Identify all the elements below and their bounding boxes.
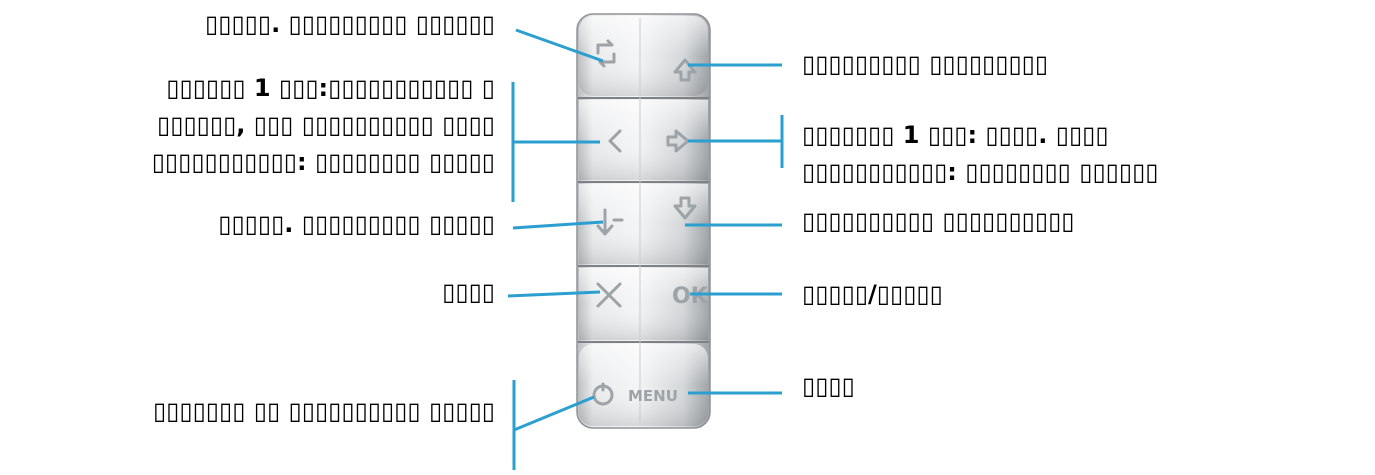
- leader-line: [507, 290, 601, 298]
- leader-line: [515, 28, 604, 63]
- power-icon: [592, 382, 614, 406]
- leader-line: [512, 220, 604, 230]
- sort-down-icon: [596, 208, 624, 236]
- label-left-3: ▯▯▯▯▯▯, ▯▯▯ ▯▯▯▯▯▯▯▯▯▯ ▯▯▯▯: [157, 111, 495, 139]
- label-left-2: ▯▯▯▯▯▯ 1 ▯▯▯:▯▯▯▯▯▯▯▯▯▯▯ ▯: [166, 74, 495, 102]
- label-left-1: ▯▯▯▯▯. ▯▯▯▯▯▯▯▯▯ ▯▯▯▯▯▯: [205, 10, 495, 38]
- tools-icon: [596, 282, 622, 308]
- arrow-up-icon: [673, 58, 697, 82]
- label-left-7: ▯▯▯▯▯▯▯ ▯▯ ▯▯▯▯▯▯▯▯▯▯ ▯▯▯▯▯: [152, 397, 495, 425]
- label-right-1: ▯▯▯▯▯▯▯▯▯ ▯▯▯▯▯▯▯▯▯: [802, 50, 1049, 78]
- ok-device-label: OK: [672, 284, 709, 309]
- label-right-3: ▯▯▯▯▯▯▯▯▯▯▯: ▯▯▯▯▯▯▯▯ ▯▯▯▯▯▯: [802, 158, 1159, 186]
- label-right-5: ▯▯▯▯▯/▯▯▯▯▯: [802, 280, 943, 308]
- arrow-right-icon: [666, 129, 690, 153]
- leader-line: [513, 395, 595, 432]
- label-right-4: ▯▯▯▯▯▯▯▯▯▯ ▯▯▯▯▯▯▯▯▯▯: [802, 207, 1075, 235]
- label-left-6: ▯▯▯▯: [442, 278, 495, 306]
- chevron-left-icon: [608, 129, 622, 153]
- swap-icon: [596, 39, 616, 68]
- arrow-down-icon: [673, 196, 697, 220]
- label-left-4: ▯▯▯▯▯▯▯▯▯▯▯: ▯▯▯▯▯▯▯▯ ▯▯▯▯▯: [151, 148, 495, 176]
- label-left-5: ▯▯▯▯▯. ▯▯▯▯▯▯▯▯▯ ▯▯▯▯▯: [218, 210, 495, 238]
- leader-lines: [507, 28, 784, 470]
- label-right-6: ▯▯▯▯: [802, 372, 855, 400]
- label-right-2: ▯▯▯▯▯▯▯ 1 ▯▯▯: ▯▯▯▯. ▯▯▯▯: [802, 121, 1109, 149]
- menu-device-label: MENU: [628, 387, 678, 405]
